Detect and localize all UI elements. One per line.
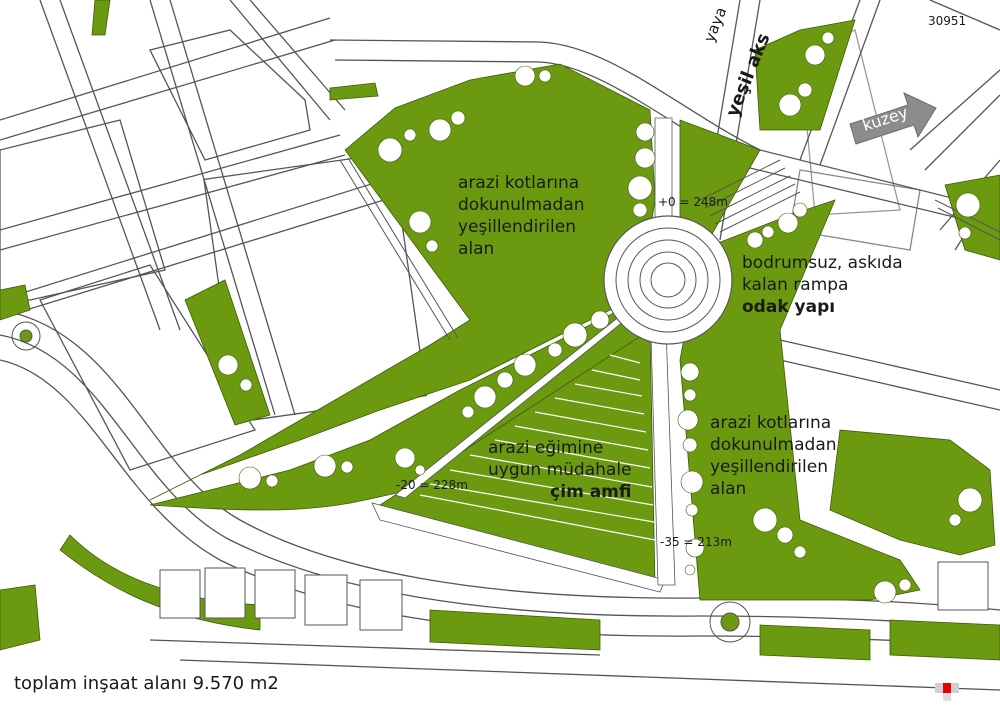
- south-buildings: [159, 561, 989, 631]
- corner-mark: [935, 683, 959, 701]
- zone-line: yeşillendirilen: [710, 457, 828, 477]
- zone-line: kalan rampa: [742, 275, 849, 295]
- zone-line: dokunulmadan: [458, 195, 585, 215]
- zone-line: bodrumsuz, askıda: [742, 253, 903, 273]
- elevation-label-top: +0 = 248m: [658, 195, 728, 209]
- north-arrow-icon: [849, 92, 937, 145]
- zone-line: arazi eğimine: [488, 438, 604, 458]
- green-areas: [0, 0, 1000, 661]
- zone-line: alan: [710, 479, 747, 499]
- zone-line: arazi kotlarına: [710, 413, 832, 433]
- zone-label-east: arazi kotlarına dokunulmadan yeşillendir…: [710, 412, 837, 500]
- trees: [217, 31, 983, 604]
- project-id: 30951: [928, 14, 967, 28]
- green-zone-east: [679, 199, 921, 601]
- zone-label-ramp: bodrumsuz, askıda kalan rampa odak yapı: [742, 252, 903, 318]
- elevation-label-west: -20 = 228m: [396, 478, 468, 492]
- zone-line: dokunulmadan: [710, 435, 837, 455]
- amphitheatre-steps: [419, 354, 656, 541]
- total-area-label: toplam inşaat alanı 9.570 m2: [14, 673, 279, 694]
- zone-line: arazi kotlarına: [458, 173, 580, 193]
- zone-label-west: arazi kotlarına dokunulmadan yeşillendir…: [458, 172, 585, 260]
- elevation-label-south: -35 = 213m: [660, 535, 732, 549]
- roundabouts: [11, 321, 751, 643]
- zone-line: uygun müdahale: [488, 460, 632, 480]
- zone-emphasis: odak yapı: [742, 297, 836, 317]
- parking-bays: [339, 157, 1000, 341]
- focal-ramp: [603, 215, 733, 345]
- zone-line: yeşillendirilen: [458, 217, 576, 237]
- zone-line: alan: [458, 239, 495, 259]
- zone-emphasis: çim amfi: [550, 482, 632, 502]
- zone-label-amphitheatre: arazi eğimine uygun müdahale çim amfi: [488, 437, 632, 503]
- promenades: [371, 117, 676, 593]
